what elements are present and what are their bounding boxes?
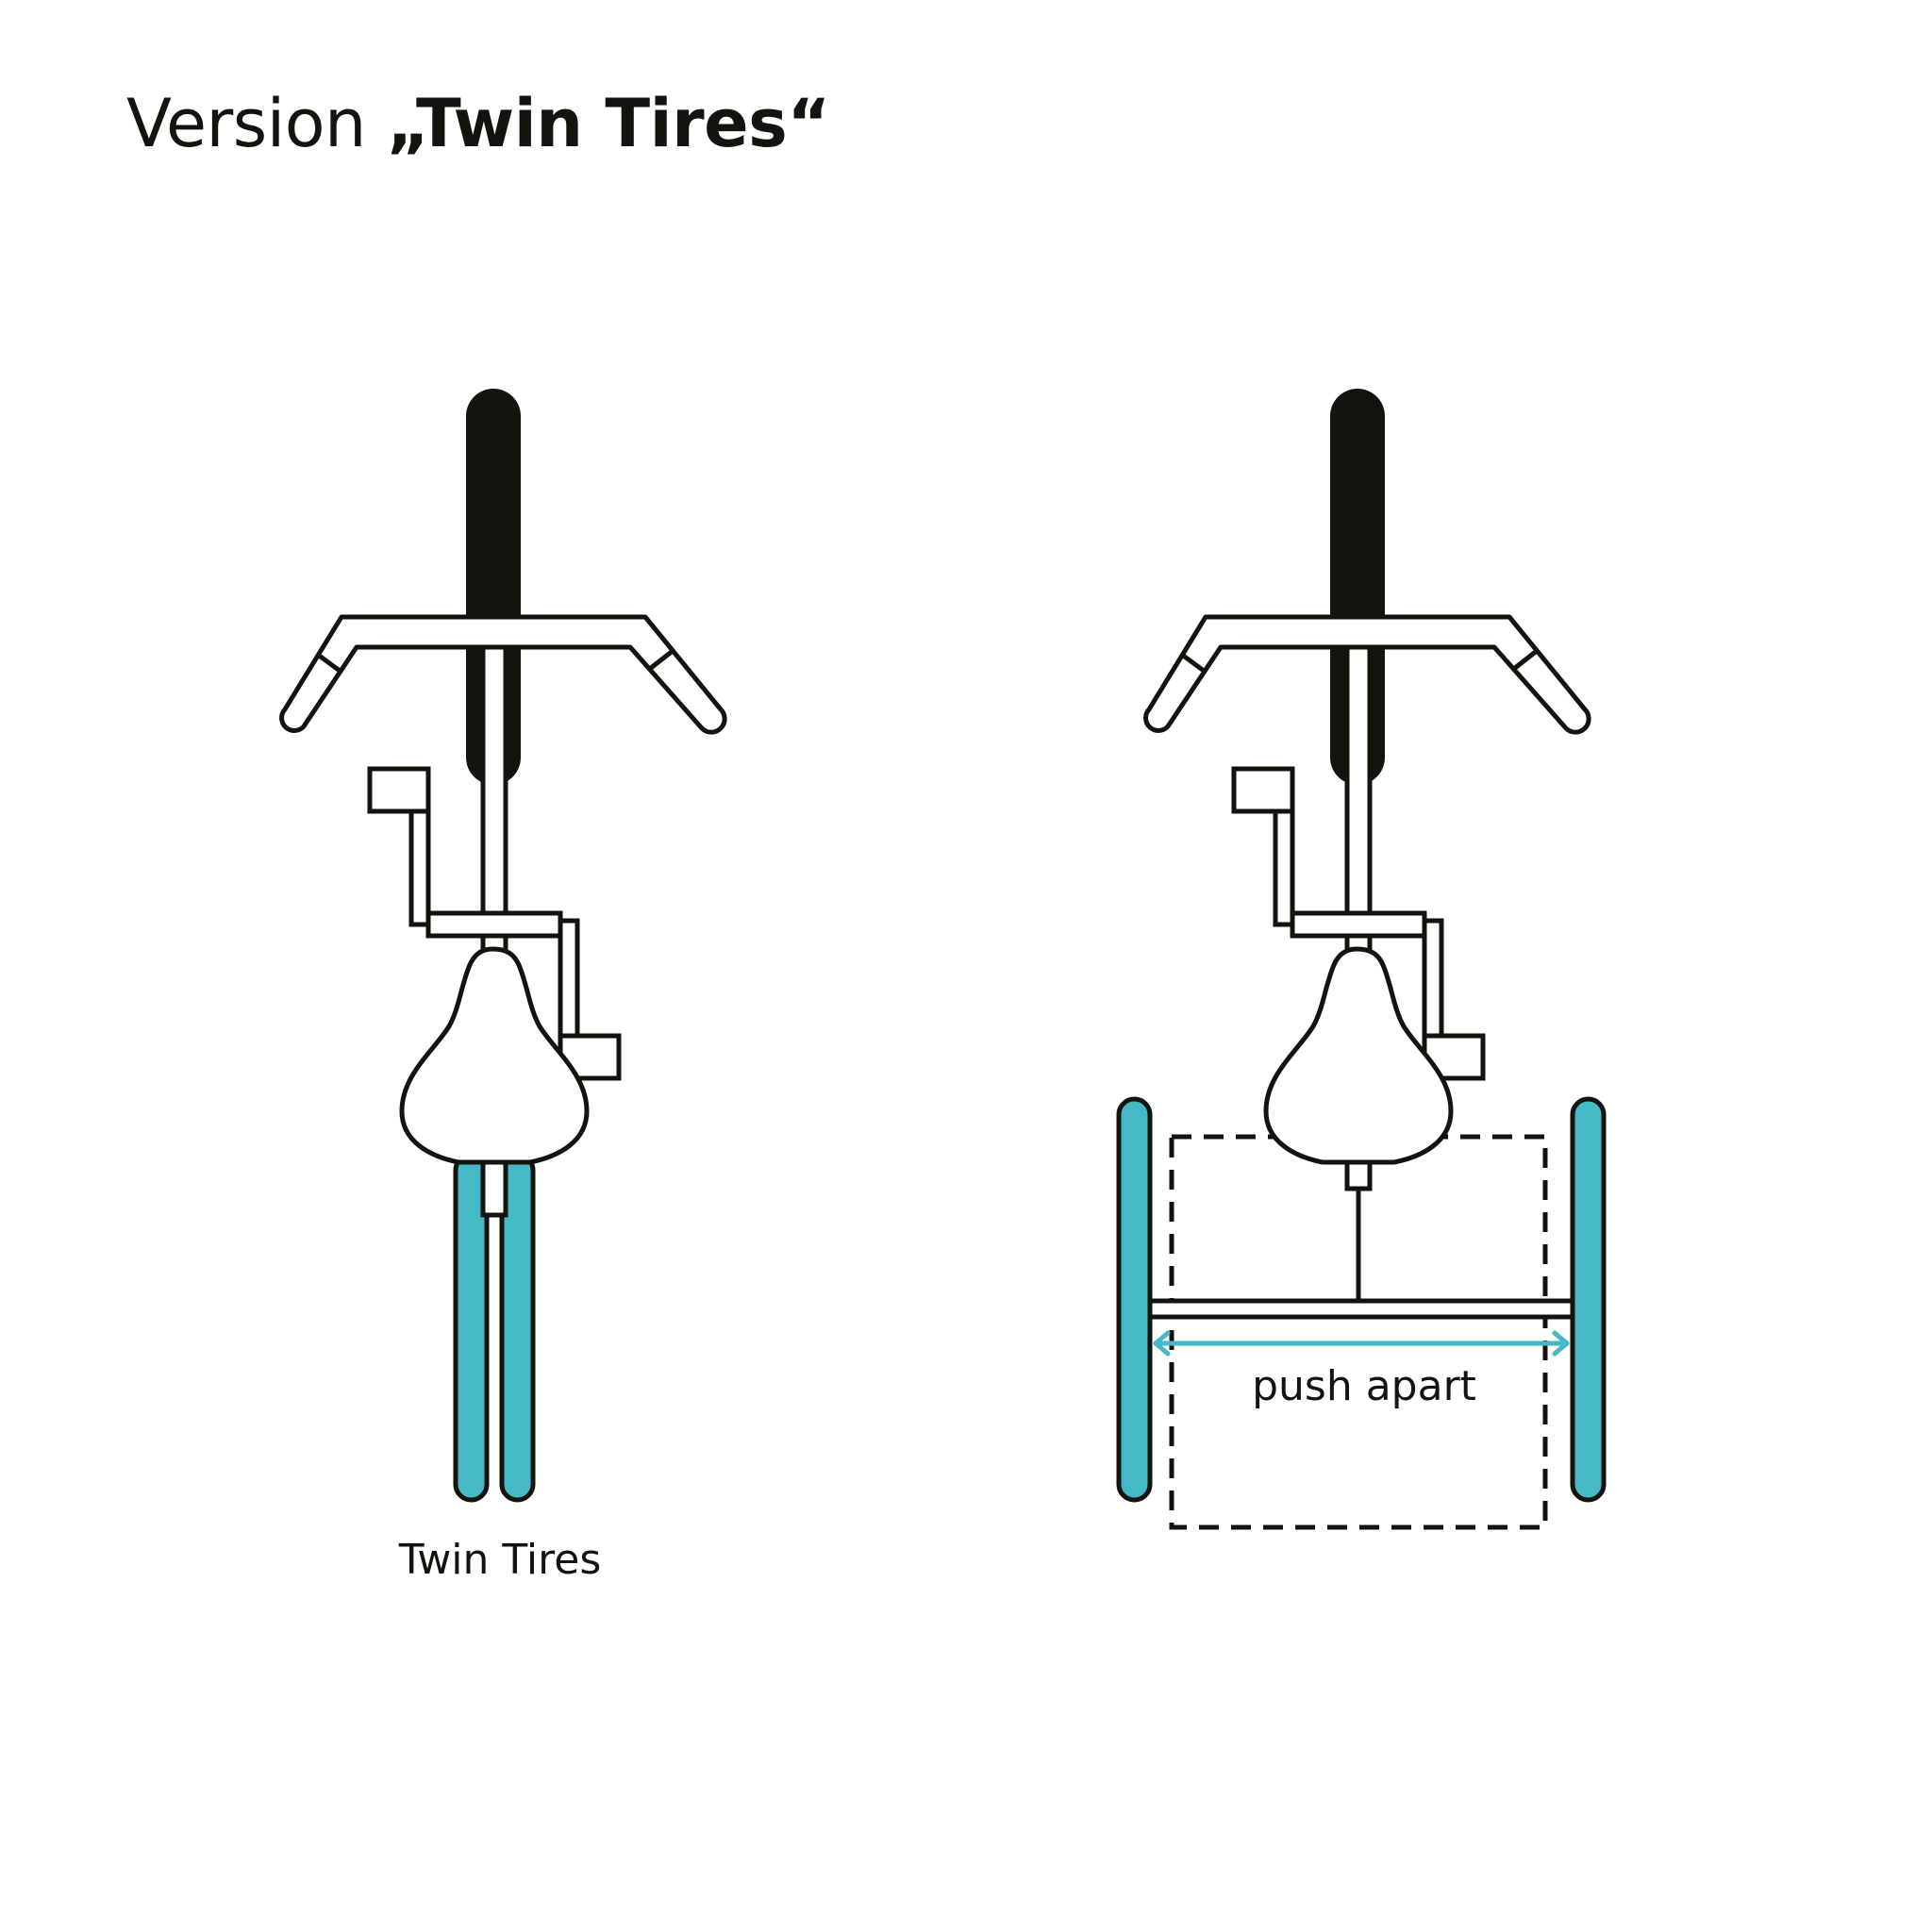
- title-prefix: Version: [126, 85, 387, 162]
- left-bike: Twin Tires: [282, 389, 725, 1584]
- right-tire-left: [1116, 1096, 1153, 1503]
- dashed-box: [1169, 1134, 1548, 1530]
- push-apart-label: push apart: [1252, 1362, 1476, 1410]
- title-emphasis: „Twin Tires“: [386, 85, 831, 162]
- right-bike: push apart: [1116, 389, 1607, 1530]
- axle: [1147, 1298, 1575, 1320]
- push-apart-arrow: [1153, 1330, 1570, 1357]
- right-tire-right: [1570, 1096, 1607, 1503]
- twin-tires-label: Twin Tires: [398, 1536, 602, 1584]
- page-title: Version „Twin Tires“: [126, 91, 830, 157]
